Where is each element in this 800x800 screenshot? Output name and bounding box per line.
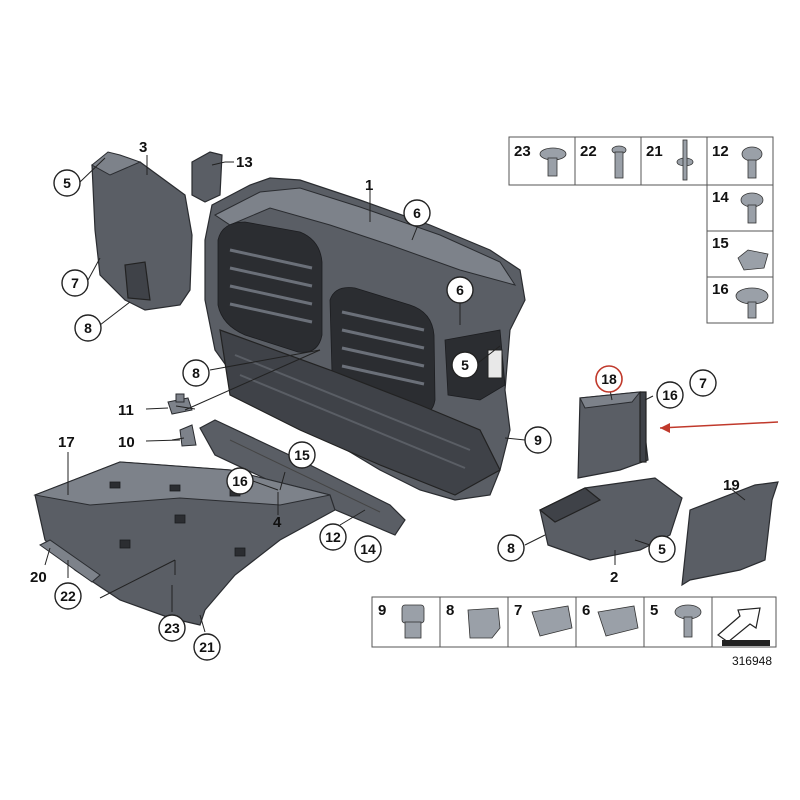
table-label-5: 5 — [650, 602, 658, 619]
highlight-circle — [595, 365, 623, 393]
table-label-14: 14 — [712, 189, 729, 206]
leader-lines — [44, 155, 746, 633]
callout-3: 3 — [139, 139, 147, 156]
table-label-8: 8 — [446, 602, 454, 619]
callout-5: 5 — [63, 175, 71, 191]
part-20-strip — [39, 539, 101, 583]
callout-23: 23 — [164, 620, 180, 636]
fastener-icon — [531, 605, 573, 637]
callout-6: 6 — [456, 282, 464, 298]
callout-4: 4 — [273, 514, 282, 531]
callout-10: 10 — [118, 434, 135, 451]
callout-5: 5 — [658, 541, 666, 557]
part-18-right-upper-duct — [577, 391, 649, 479]
callout-8: 8 — [84, 320, 92, 336]
callout-13: 13 — [236, 154, 253, 171]
fastener-table-top: 23 22 21 12 — [508, 136, 774, 186]
fastener-icon — [674, 604, 702, 638]
table-label-15: 15 — [712, 235, 729, 252]
fastener-icon — [401, 604, 425, 639]
callout-14: 14 — [360, 541, 376, 557]
part-3-left-air-duct — [91, 151, 193, 311]
table-label-6: 6 — [582, 602, 590, 619]
callout-11: 11 — [118, 402, 134, 419]
callout-17: 17 — [58, 434, 75, 451]
callout-16: 16 — [662, 387, 678, 403]
callout-6: 6 — [413, 205, 421, 221]
fastener-icon — [676, 139, 694, 181]
fastener-table-bottom: 9 8 7 6 5 — [371, 596, 777, 648]
callout-1: 1 — [365, 177, 373, 194]
callout-19: 19 — [723, 477, 740, 494]
fastener-table-right: 14 15 16 — [706, 184, 774, 324]
table-label-22: 22 — [580, 143, 597, 160]
callout-18: 18 — [601, 371, 617, 387]
fastener-icon — [467, 607, 501, 639]
part-11-bracket — [167, 393, 193, 415]
drawing-number: 316948 — [732, 654, 772, 668]
callout-21: 21 — [199, 639, 215, 655]
table-label-12: 12 — [712, 143, 729, 160]
fastener-icon — [611, 145, 627, 179]
callout-15: 15 — [294, 447, 310, 463]
part-10-bracket — [179, 424, 197, 447]
callout-9: 9 — [534, 432, 542, 448]
table-label-7: 7 — [514, 602, 522, 619]
table-label-21: 21 — [646, 143, 663, 160]
part-13-cover — [191, 151, 223, 203]
table-label-23: 23 — [514, 143, 531, 160]
part-2-right-lower-duct — [538, 477, 683, 561]
fastener-icon — [735, 287, 769, 319]
callout-12: 12 — [325, 529, 341, 545]
direction-arrow — [659, 421, 779, 433]
callout-8: 8 — [507, 540, 515, 556]
callout-7: 7 — [71, 275, 79, 291]
part-19-side-panel — [681, 481, 779, 587]
table-label-9: 9 — [378, 602, 386, 619]
callout-5: 5 — [461, 357, 469, 373]
fastener-icon — [539, 147, 567, 177]
fastener-icon — [737, 249, 769, 271]
fastener-icon — [740, 192, 764, 224]
table-label-16: 16 — [712, 281, 729, 298]
callouts: 3 5 7 8 13 1 6 6 5 8 11 10 15 16 4 12 14… — [30, 139, 740, 661]
part-1-radiator-frame — [204, 177, 526, 501]
grille-louvers — [229, 248, 425, 386]
callout-20: 20 — [30, 569, 47, 586]
callout-8: 8 — [192, 365, 200, 381]
callout-16: 16 — [232, 473, 248, 489]
direction-arrow-icon — [717, 607, 770, 646]
callout-7: 7 — [699, 375, 707, 391]
fastener-icon — [597, 605, 639, 637]
callout-2: 2 — [610, 569, 618, 586]
fastener-icon — [741, 146, 763, 179]
callout-22: 22 — [60, 588, 76, 604]
